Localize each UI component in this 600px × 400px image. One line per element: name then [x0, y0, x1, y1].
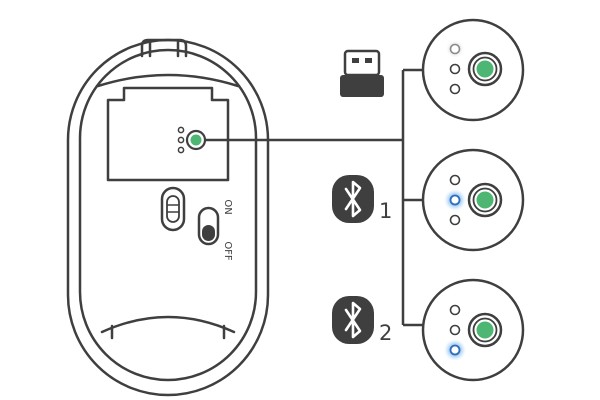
led-3	[449, 344, 461, 356]
switch-off-label: OFF	[222, 241, 233, 261]
switch-on-label: ON	[222, 199, 233, 214]
battery-compartment	[106, 86, 230, 182]
mouse-bottom-arc	[100, 315, 236, 334]
mouse-top-tab	[140, 38, 188, 58]
callout-receiver-mode	[421, 18, 525, 122]
mouse-led-3	[177, 146, 185, 154]
led-2	[449, 194, 461, 206]
led-3	[449, 83, 461, 95]
mouse-channel-leds	[177, 126, 185, 154]
led-2	[449, 63, 461, 75]
mouse-top-arc	[96, 73, 240, 88]
led-1	[449, 174, 461, 186]
connector-lines	[205, 68, 426, 327]
usb-receiver-icon	[340, 49, 384, 97]
bluetooth-channel-label: 2	[379, 321, 392, 345]
mouse-inner-shell	[78, 48, 258, 382]
callout-bluetooth-1-mode	[421, 148, 525, 252]
bluetooth-icon	[332, 296, 374, 344]
mouse-connect-button[interactable]	[185, 129, 207, 151]
power-switch[interactable]: ON OFF	[197, 199, 233, 261]
led-3	[449, 214, 461, 226]
bluetooth-1-group: 1	[332, 175, 392, 223]
bluetooth-icon	[332, 175, 374, 223]
bluetooth-2-group: 2	[332, 296, 392, 345]
bluetooth-channel-label: 1	[379, 199, 392, 223]
led-1	[449, 304, 461, 316]
mouse-led-2	[177, 136, 185, 144]
optical-sensor	[160, 186, 186, 232]
mouse-underside	[66, 38, 270, 397]
led-1	[449, 43, 461, 55]
mouse-led-1	[177, 126, 185, 134]
callout-bluetooth-2-mode	[421, 278, 525, 382]
led-2	[449, 324, 461, 336]
